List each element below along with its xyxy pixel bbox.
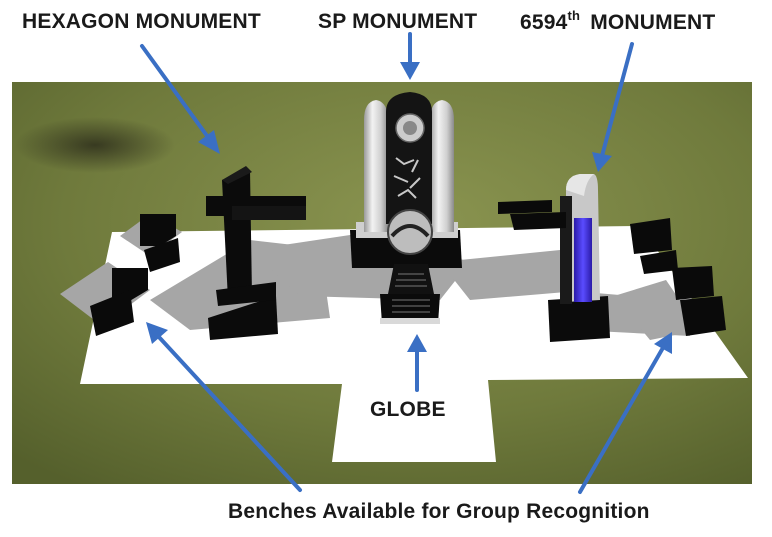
- arrow-6594: [592, 42, 634, 172]
- m6594-monument: [548, 174, 610, 342]
- arrow-hexagon: [140, 44, 220, 154]
- bench: [90, 290, 134, 336]
- label-6594th-word: MONUMENT: [590, 11, 716, 34]
- sp-pillar-left: [364, 100, 388, 232]
- globe-plaque-base: [380, 294, 440, 324]
- sp-center-panel: [386, 92, 432, 224]
- sp-emblem-inner: [403, 121, 417, 135]
- hexagon-monument-cap: [222, 166, 252, 184]
- m6594-monument-accent: [574, 218, 592, 302]
- bench: [112, 268, 148, 302]
- bench-group-right: [498, 200, 726, 336]
- bench: [630, 218, 672, 254]
- label-benches: Benches Available for Group Recognition: [228, 500, 650, 523]
- label-6594th-suffix: th: [567, 8, 581, 23]
- m6594-monument-top: [566, 174, 594, 196]
- sp-monument: [350, 92, 462, 268]
- bench-shadow: [614, 280, 700, 340]
- hexagon-monument: [206, 166, 306, 340]
- terrain-dark-patch: [15, 117, 175, 173]
- label-globe: GLOBE: [370, 398, 446, 421]
- globe-plaque-trim: [380, 318, 440, 324]
- label-6594th-monument: 6594th MONUMENT: [520, 8, 715, 35]
- arrow-bench-left: [146, 322, 302, 492]
- sp-globe-band: [390, 224, 430, 238]
- hexagon-monument-base: [216, 282, 276, 306]
- globe-plaque-face: [388, 264, 434, 294]
- bench: [498, 200, 552, 214]
- sp-panel-figures: [393, 157, 421, 199]
- hexagon-monument-base: [208, 296, 278, 340]
- label-6594th-number: 6594: [520, 11, 568, 34]
- bench: [680, 296, 726, 336]
- bench-group-left: [90, 214, 180, 336]
- globe-shadow: [440, 250, 590, 300]
- bench: [640, 250, 678, 274]
- bench: [144, 238, 180, 272]
- bench: [672, 266, 714, 300]
- m6594-monument-base: [548, 296, 610, 342]
- hexagon-monument-side: [232, 206, 306, 220]
- sp-globe-ring: [387, 209, 433, 255]
- bench: [510, 212, 566, 230]
- bench: [140, 214, 176, 246]
- arrow-bench-right: [578, 332, 672, 494]
- globe-plaque-text-lines: [392, 273, 430, 313]
- label-hexagon-monument: HEXAGON MONUMENT: [22, 10, 261, 33]
- label-sp-monument: SP MONUMENT: [318, 10, 478, 33]
- arrow-sp: [400, 32, 420, 80]
- sp-pillar-right: [430, 100, 454, 232]
- globe-plaque: [380, 264, 440, 324]
- arrow-layer: [140, 32, 672, 494]
- arrow-globe: [407, 334, 427, 392]
